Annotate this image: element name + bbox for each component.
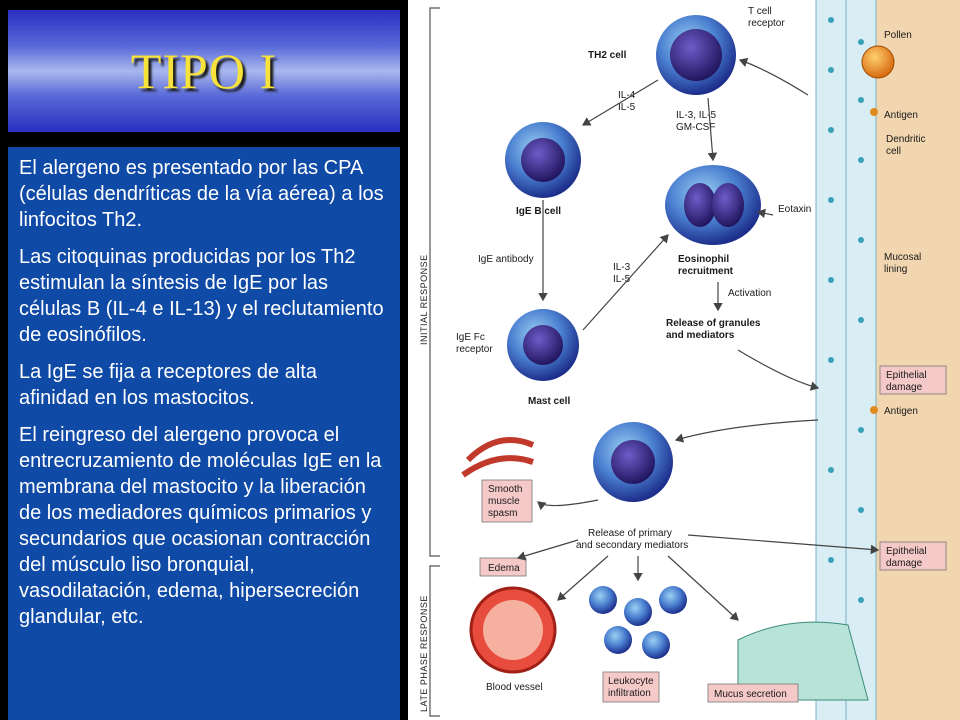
t-cell-receptor-label-2: receptor	[748, 18, 785, 29]
il5-label: IL-5	[618, 102, 636, 113]
gm-csf-label: GM-CSF	[676, 122, 715, 133]
antigen-mid-label: Antigen	[884, 406, 918, 417]
blood-vessel-label: Blood vessel	[486, 682, 543, 693]
antigen-top-label: Antigen	[884, 110, 918, 121]
ige-fc-receptor-label-1: IgE Fc	[456, 332, 485, 343]
smooth-muscle-label-2: muscle	[488, 496, 520, 507]
th2-cell-label: TH2 cell	[588, 50, 627, 61]
paragraph-4: El reingreso del alergeno provoca el ent…	[19, 424, 382, 628]
smooth-muscle-fiber-1	[465, 437, 535, 463]
t-cell-receptor-label-1: T cell	[748, 6, 772, 17]
il3-il5-label: IL-3, IL-5	[676, 110, 716, 121]
epithelial-damage-box-2	[879, 541, 947, 571]
late-phase-response-label: LATE PHASE RESPONSE	[419, 595, 429, 712]
ige-b-cell-nucleus	[521, 138, 565, 182]
edema-box	[479, 557, 527, 577]
leukocyte-infiltration-label-2: infiltration	[608, 688, 651, 699]
epithelial-cells	[815, 0, 877, 720]
initial-response-label: INITIAL RESPONSE	[419, 254, 429, 345]
leukocyte-infiltration-box	[602, 671, 660, 703]
mucus-secretion-box	[707, 683, 799, 703]
il5-label-2: IL-5	[613, 274, 631, 285]
eosinophil-lobe-right	[712, 183, 744, 227]
antigen-dot-mid	[870, 406, 878, 414]
eosinophil-recruitment-label-1: Eosinophil	[678, 254, 729, 265]
release-granules-label-2: and mediators	[666, 330, 735, 341]
dendritic-cell-label-1: Dendritic	[886, 134, 925, 145]
paragraph-2: Las citoquinas producidas por los Th2 es…	[19, 246, 384, 346]
epithelial-damage-2-line-1: Epithelial	[886, 546, 927, 557]
epithelial-damage-box-1	[879, 365, 947, 395]
epithelial-damage-2-line-2: damage	[886, 558, 923, 569]
pollen-grain	[861, 45, 895, 79]
mucosal-lining-label-2: lining	[884, 264, 907, 275]
paragraph-3: La IgE se fija a receptores de alta afin…	[19, 361, 317, 409]
degranulating-nucleus	[611, 440, 655, 484]
release-mediators-label-2: and secondary mediators	[576, 540, 688, 551]
activation-label: Activation	[728, 288, 771, 299]
mucus-gland	[737, 621, 869, 701]
release-mediators-label-1: Release of primary	[588, 528, 672, 539]
leukocyte-infiltration-label-1: Leukocyte	[608, 676, 654, 687]
il4-label: IL-4	[618, 90, 636, 101]
text-panel: El alergeno es presentado por las CPA (c…	[8, 147, 400, 720]
dendritic-cell-label-2: cell	[886, 146, 901, 157]
mast-cell-nucleus	[523, 325, 563, 365]
antigen-dot-top	[870, 108, 878, 116]
mast-cell-label: Mast cell	[528, 396, 570, 407]
paragraph-1: El alergeno es presentado por las CPA (c…	[19, 157, 384, 231]
eosinophil-recruitment-label-2: recruitment	[678, 266, 734, 277]
eosinophil-lobe-left	[684, 183, 716, 227]
smooth-muscle-box	[481, 479, 533, 523]
leukocyte-cluster	[589, 586, 687, 659]
initial-phase-bracket	[429, 7, 440, 557]
mucus-secretion-label: Mucus secretion	[714, 689, 787, 700]
flow-arrows	[516, 57, 880, 621]
th2-cell-nucleus	[670, 29, 722, 81]
epithelial-damage-1-line-2: damage	[886, 382, 923, 393]
epithelial-nuclei	[828, 17, 864, 603]
mucosal-lining-label-1: Mucosal	[884, 252, 921, 263]
slide-title: TIPO I	[130, 43, 278, 99]
title-banner: TIPO I	[8, 10, 400, 132]
il3-label: IL-3	[613, 262, 631, 273]
smooth-muscle-fiber-2	[461, 455, 534, 478]
smooth-muscle-label-1: Smooth	[488, 484, 522, 495]
immune-response-diagram: INITIAL RESPONSE LATE PHASE RESPONSE Pol…	[408, 0, 960, 720]
release-granules-label-1: Release of granules	[666, 318, 761, 329]
diagram-svg: INITIAL RESPONSE LATE PHASE RESPONSE Pol…	[419, 0, 960, 720]
edema-label: Edema	[488, 563, 520, 574]
late-phase-bracket	[429, 565, 440, 717]
epithelial-damage-1-line-1: Epithelial	[886, 370, 927, 381]
blood-vessel-lumen	[483, 600, 543, 660]
eotaxin-label: Eotaxin	[778, 204, 811, 215]
submucosa-tissue	[868, 0, 960, 720]
ige-fc-receptor-label-2: receptor	[456, 344, 493, 355]
ige-b-cell-label: IgE B cell	[516, 206, 561, 217]
ige-antibody-label: IgE antibody	[478, 254, 534, 265]
pollen-label: Pollen	[884, 30, 912, 41]
smooth-muscle-label-3: spasm	[488, 508, 517, 519]
